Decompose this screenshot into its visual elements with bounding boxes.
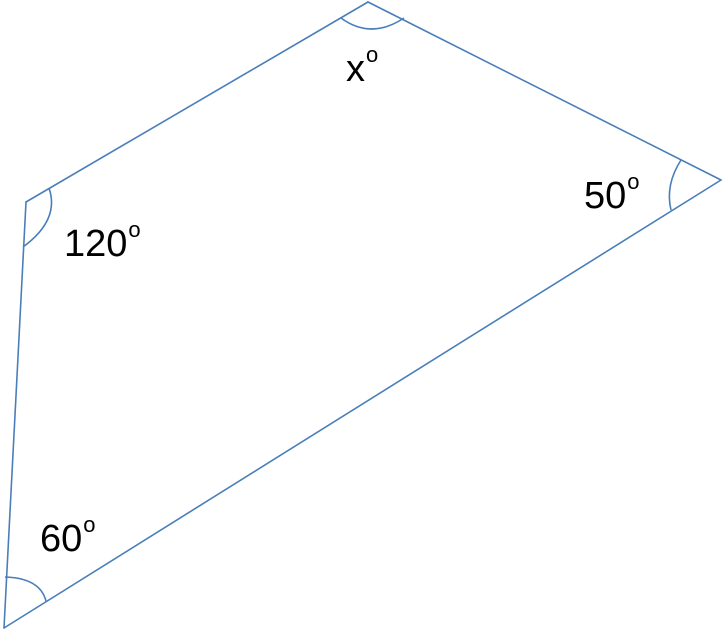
angle-value-right: 50 xyxy=(584,175,627,217)
angle-arc-top xyxy=(340,17,405,30)
angle-value-top: x xyxy=(346,48,365,90)
angle-label-right: 50o xyxy=(584,171,640,217)
degree-symbol-top: o xyxy=(366,42,379,67)
edge-top-right xyxy=(367,1,722,181)
edge-left xyxy=(3,201,27,629)
angle-value-left: 120 xyxy=(64,223,128,265)
edge-bottom-right xyxy=(3,179,722,629)
angle-label-top: xo xyxy=(346,44,378,90)
degree-symbol-bottom: o xyxy=(83,512,96,537)
angle-label-bottom: 60o xyxy=(40,514,96,560)
degree-symbol-right: o xyxy=(627,169,640,194)
angle-value-bottom: 60 xyxy=(40,518,83,560)
angle-label-left: 120o xyxy=(64,219,141,265)
angle-arc-bottom xyxy=(4,576,47,602)
angle-arc-right xyxy=(668,159,682,211)
edge-top-left xyxy=(25,1,369,203)
angle-arc-left xyxy=(22,187,53,248)
degree-symbol-left: o xyxy=(128,217,141,242)
